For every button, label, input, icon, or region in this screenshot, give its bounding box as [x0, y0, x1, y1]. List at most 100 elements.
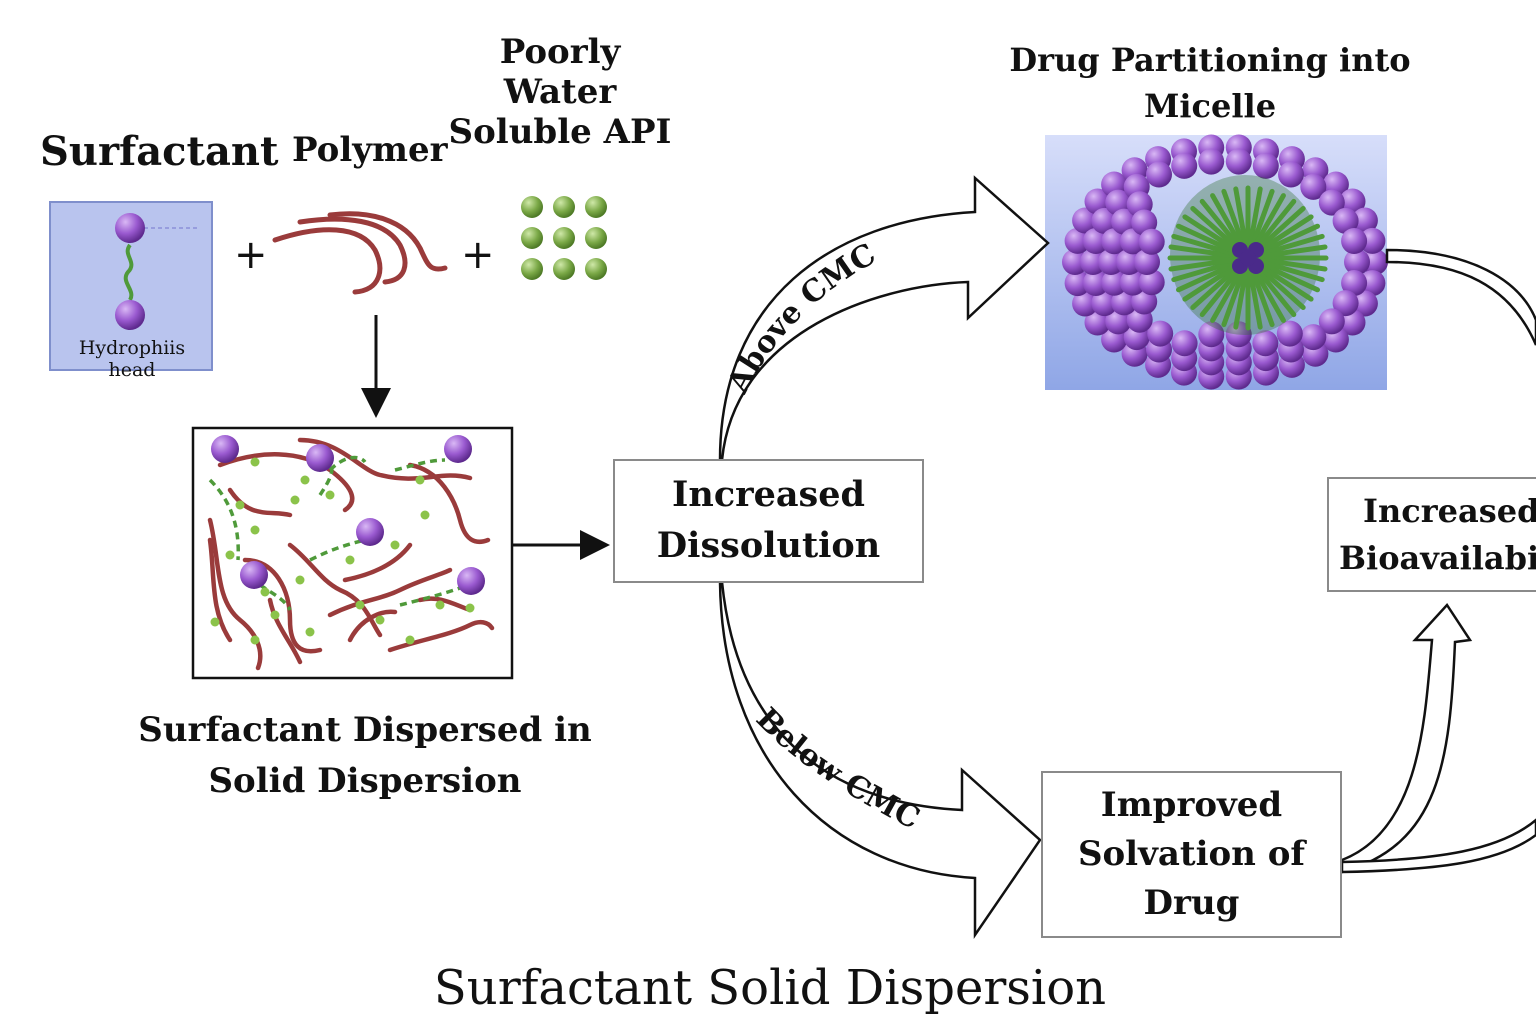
api-dot: [375, 615, 385, 625]
surfactant-head: [444, 435, 472, 463]
api-dot: [260, 587, 270, 597]
micelle-to-bioavailability-arrow: [1385, 248, 1536, 346]
surfactant-head: [457, 567, 485, 595]
surfactant-head: [356, 518, 384, 546]
api-dot: [300, 475, 310, 485]
micelle-sphere: [1101, 228, 1128, 255]
solvation-to-edge-arrow: [1340, 818, 1536, 874]
micelle-sphere: [1344, 249, 1370, 275]
micelle-sphere: [1359, 227, 1386, 254]
surfactant-label: Surfactant: [40, 128, 279, 175]
api-dot: [390, 540, 400, 550]
micelle-sphere: [1064, 270, 1091, 297]
api-dot: [415, 475, 425, 485]
micelle-sphere: [1225, 321, 1252, 348]
increased-dissolution-text: Increased Dissolution: [656, 474, 881, 566]
api-dot: [295, 575, 305, 585]
api-particle: [553, 258, 575, 280]
micelle-sphere: [1171, 330, 1198, 357]
micelle-sphere: [1091, 290, 1118, 317]
micelle-sphere: [1101, 269, 1128, 296]
below-cmc-arrow: [718, 580, 1042, 940]
surfactant-panel: [49, 201, 213, 371]
micelle-sphere: [1119, 269, 1146, 296]
micelle-sphere: [1082, 270, 1109, 296]
micelle-sphere: [1091, 207, 1118, 234]
polymer-label: Polymer: [292, 130, 448, 170]
micelle-sphere: [1119, 228, 1146, 255]
improved-solvation-box: Improved Solvation of Drug: [1041, 771, 1342, 938]
api-dot: [225, 550, 235, 560]
micelle-sphere: [1332, 290, 1359, 317]
api-dot: [435, 600, 445, 610]
plus-sign-2: +: [461, 232, 495, 278]
polymer-strands: [272, 211, 448, 295]
api-particle: [521, 258, 543, 280]
api-particle: [521, 227, 543, 249]
micelle-sphere: [1082, 228, 1109, 254]
micelle-sphere: [1252, 330, 1279, 357]
api-dot: [250, 457, 260, 467]
increased-bioavailability-box: Increased Bioavailabili: [1327, 477, 1536, 592]
micelle-sphere: [1351, 290, 1378, 317]
api-dot: [250, 525, 260, 535]
surfactant-dispersed-label: Surfactant Dispersed in Solid Dispersion: [138, 710, 592, 801]
micelle-sphere: [1064, 227, 1091, 254]
api-dot: [250, 635, 260, 645]
micelle-sphere: [1225, 148, 1252, 175]
micelle-sphere: [1116, 249, 1142, 275]
api-dot: [305, 627, 315, 637]
micelle-sphere: [1351, 207, 1378, 234]
micelle-sphere: [1332, 207, 1359, 234]
micelle-sphere: [1111, 208, 1138, 235]
surfactant-head-bottom: [115, 300, 145, 330]
api-particle: [585, 258, 607, 280]
micelle-sphere: [1098, 249, 1124, 275]
api-particle: [585, 196, 607, 218]
micelle-sphere: [1138, 228, 1165, 255]
micelle-sphere: [1300, 324, 1327, 351]
api-dot: [210, 617, 220, 627]
micelle-sphere: [1080, 249, 1106, 275]
micelle-sphere: [1146, 161, 1172, 188]
api-dot: [325, 490, 335, 500]
micelle-sphere: [1072, 207, 1099, 234]
micelle-sphere: [1147, 320, 1174, 347]
micelle-sphere: [1318, 308, 1345, 335]
micelle-core-drug: [1240, 250, 1256, 266]
micelle-sphere: [1318, 189, 1345, 216]
micelle-title: Drug Partitioning into Micelle: [1009, 41, 1411, 126]
solid-dispersion-box: [191, 426, 514, 680]
api-particle: [553, 227, 575, 249]
surfactant-head: [240, 561, 268, 589]
surfactant-head: [306, 444, 334, 472]
micelle-sphere: [1138, 269, 1165, 296]
improved-solvation-text: Improved Solvation of Drug: [1077, 784, 1306, 924]
micelle-sphere: [1362, 249, 1388, 275]
api-dot: [355, 600, 365, 610]
micelle-sphere: [1278, 161, 1304, 188]
api-dot: [345, 555, 355, 565]
api-dot: [420, 510, 430, 520]
micelle-sphere: [1276, 320, 1303, 347]
solvation-to-bioavailability-arrow: [1340, 602, 1473, 874]
api-label: Poorly Water Soluble API: [448, 32, 672, 153]
footer-title: Surfactant Solid Dispersion: [433, 960, 1107, 1016]
increased-bioavailability-text: Increased Bioavailabili: [1339, 492, 1536, 577]
micelle-sphere: [1341, 270, 1368, 296]
micelle-sphere: [1072, 290, 1099, 317]
micelle-sphere: [1198, 148, 1225, 175]
api-dot: [465, 603, 475, 613]
api-dot: [270, 610, 280, 620]
above-cmc-label: Above CMC: [720, 237, 881, 400]
above-cmc-arrow: [718, 175, 1050, 462]
micelle-sphere: [1062, 249, 1088, 275]
micelle-sphere: [1341, 228, 1368, 254]
surfactant-head-top: [115, 213, 145, 243]
api-particle: [553, 196, 575, 218]
micelle-sphere: [1300, 173, 1327, 200]
micelle-sphere: [1252, 152, 1279, 179]
micelle-sphere: [1198, 321, 1225, 348]
api-particle: [521, 196, 543, 218]
api-dot: [290, 495, 300, 505]
